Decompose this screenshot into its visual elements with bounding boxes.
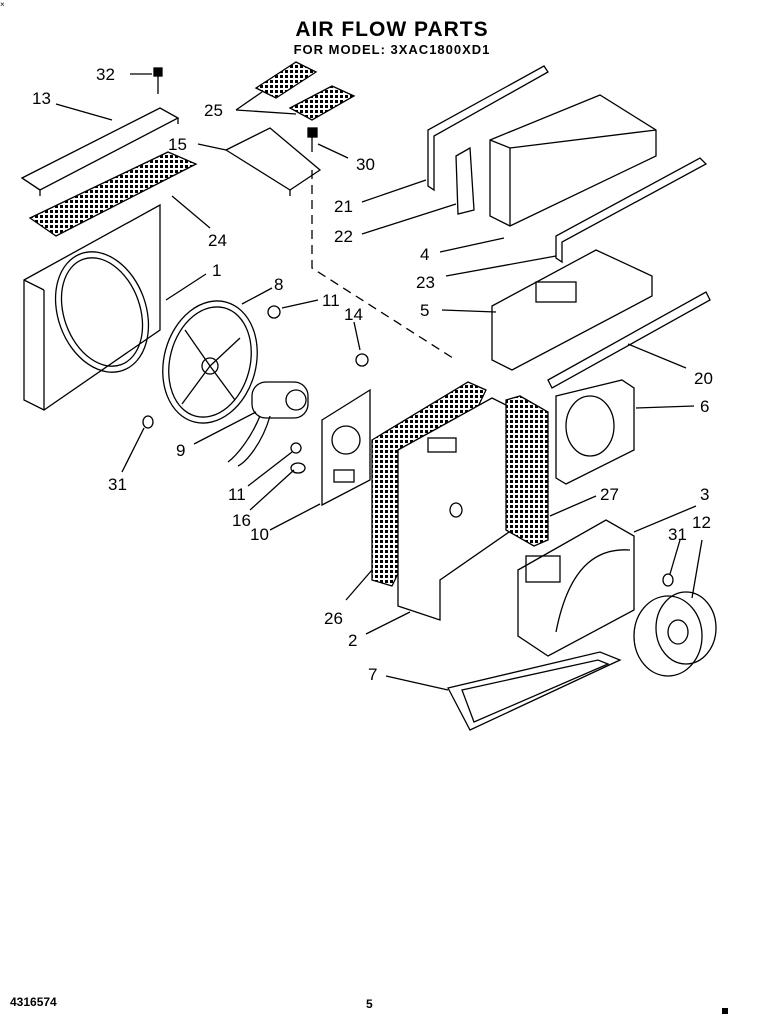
part-bar-21 bbox=[427, 65, 549, 192]
part-scroll-shroud bbox=[517, 519, 635, 657]
callout-31a: 31 bbox=[108, 475, 127, 494]
part-filter-25b bbox=[288, 85, 356, 121]
part-filter-24 bbox=[28, 151, 198, 237]
model-subtitle: FOR MODEL: 3XAC1800XD1 bbox=[293, 42, 491, 57]
callout-8: 8 bbox=[274, 275, 283, 294]
part-base-panel bbox=[491, 249, 653, 371]
part-nut-31a bbox=[142, 415, 154, 429]
part-nut-14 bbox=[355, 353, 369, 367]
callout-5: 5 bbox=[420, 301, 429, 320]
callout-11a: 11 bbox=[322, 291, 340, 310]
callout-32: 32 bbox=[96, 65, 115, 84]
part-partition-panel bbox=[397, 397, 513, 621]
callout-24: 24 bbox=[208, 231, 227, 250]
callout-7: 7 bbox=[368, 665, 377, 684]
part-fan-blade bbox=[162, 300, 258, 424]
part-number: 4316574 bbox=[10, 995, 57, 1009]
part-motor-bracket bbox=[321, 388, 371, 507]
page-title: AIR FLOW PARTS bbox=[295, 18, 489, 41]
callout-6: 6 bbox=[700, 397, 709, 416]
callout-25: 25 bbox=[204, 101, 223, 120]
part-nut-11b bbox=[290, 442, 302, 454]
part-filter-25a bbox=[254, 61, 318, 99]
callout-15: 15 bbox=[168, 135, 187, 154]
part-gasket bbox=[447, 651, 622, 731]
callout-1: 1 bbox=[212, 261, 221, 280]
part-nut-31b bbox=[662, 573, 674, 587]
part-washer-16 bbox=[290, 462, 306, 474]
part-bar-22 bbox=[455, 146, 475, 215]
part-bar-23 bbox=[555, 157, 708, 264]
part-screw-30 bbox=[307, 127, 318, 152]
part-top-panel bbox=[20, 107, 180, 196]
part-nut-11a bbox=[267, 305, 281, 319]
part-bracket-15 bbox=[224, 127, 322, 191]
callout-14: 14 bbox=[344, 305, 363, 324]
callout-10: 10 bbox=[250, 525, 269, 544]
part-screw-32 bbox=[153, 67, 163, 94]
callout-labels: 32 13 25 15 30 21 22 4 23 5 20 6 24 1 8 … bbox=[32, 65, 713, 684]
part-bar-20 bbox=[547, 291, 711, 389]
corner-square bbox=[722, 1008, 728, 1014]
corner-mark: × bbox=[0, 0, 5, 9]
callout-9: 9 bbox=[176, 441, 185, 460]
part-motor bbox=[227, 381, 309, 467]
callout-31b: 31 bbox=[668, 525, 687, 544]
callout-2: 2 bbox=[348, 631, 357, 650]
callout-11b: 11 bbox=[228, 485, 246, 504]
callout-3: 3 bbox=[700, 485, 709, 504]
callout-27: 27 bbox=[600, 485, 619, 504]
callout-4: 4 bbox=[420, 245, 429, 264]
part-front-housing bbox=[23, 203, 161, 411]
callout-20: 20 bbox=[694, 369, 713, 388]
callout-16: 16 bbox=[232, 511, 251, 530]
callout-12: 12 bbox=[692, 513, 711, 532]
part-blower-wheel bbox=[633, 591, 717, 677]
part-deflector-6 bbox=[555, 379, 635, 485]
callout-30: 30 bbox=[356, 155, 375, 174]
callout-leaders bbox=[55, 73, 703, 691]
callout-22: 22 bbox=[334, 227, 353, 246]
page-number: 5 bbox=[366, 997, 373, 1011]
callout-26: 26 bbox=[324, 609, 343, 628]
callout-21: 21 bbox=[334, 197, 353, 216]
part-mesh-27 bbox=[505, 395, 549, 547]
callout-13: 13 bbox=[32, 89, 51, 108]
callout-23: 23 bbox=[416, 273, 435, 292]
part-duct-cover bbox=[489, 94, 657, 227]
